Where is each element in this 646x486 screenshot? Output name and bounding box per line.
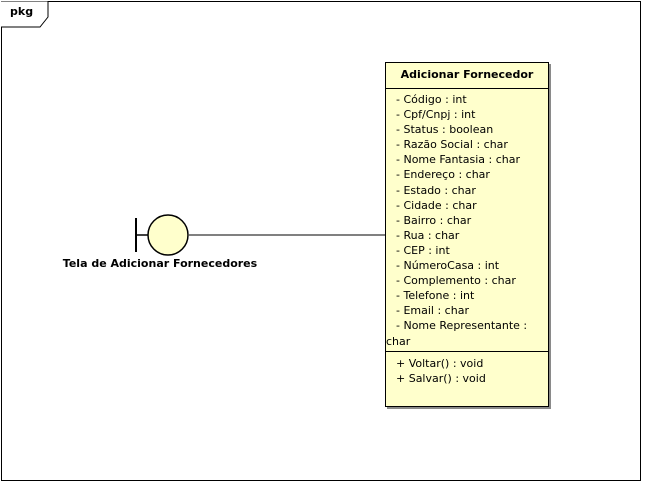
attribute-row: - Telefone : int [396,289,475,303]
boundary-label: Tela de Adicionar Fornecedores [62,257,258,270]
attribute-row: - Status : boolean [396,123,494,137]
operation-row: + Voltar() : void [396,356,484,370]
attribute-row: - Complemento : char [396,274,516,288]
class-adicionar-fornecedor: Adicionar Fornecedor - Código : int - Cp… [385,62,549,407]
attribute-row: - NúmeroCasa : int [396,259,500,273]
package-label: pkg [10,5,34,18]
attribute-row: - Estado : char [396,183,476,197]
attribute-row: - Razão Social : char [396,138,508,152]
attribute-row: - Endereço : char [396,168,490,182]
attribute-row: - Cidade : char [396,198,477,212]
package-tab [1,1,49,28]
attribute-row: - Email : char [396,304,469,318]
class-attributes: - Código : int - Cpf/Cnpj : int - Status… [386,89,548,352]
operation-row: + Salvar() : void [396,371,486,385]
attribute-row: - Bairro : char [396,213,472,227]
attribute-row: - Código : int [396,93,467,106]
package-frame [1,1,641,481]
attribute-row-continuation: char [386,334,411,348]
attribute-row: - Rua : char [396,228,460,242]
attribute-row: - CEP : int [396,243,450,257]
attribute-row: - Cpf/Cnpj : int [396,108,476,122]
attribute-row: - Nome Representante : [396,319,528,333]
class-operations: + Voltar() : void + Salvar() : void [386,352,548,386]
attribute-row: - Nome Fantasia : char [396,153,520,167]
class-name: Adicionar Fornecedor [386,63,548,89]
